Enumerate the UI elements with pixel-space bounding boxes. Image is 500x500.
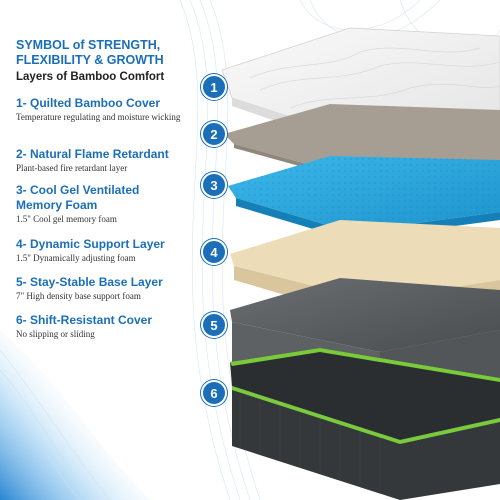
layer-desc: Temperature regulating and moisture wick… xyxy=(16,112,181,122)
layer-title: 4- Dynamic Support Layer xyxy=(16,237,165,251)
layer-item-5: 5- Stay-Stable Base Layer 7" High densit… xyxy=(16,275,206,302)
layer-desc: 7" High density base support foam xyxy=(16,291,141,301)
intro-block: SYMBOL of STRENGTH, FLEXIBILITY & GROWTH… xyxy=(16,38,206,83)
layer-badge-4: 4 xyxy=(201,239,227,265)
layer-badge-2: 2 xyxy=(201,121,227,147)
layer-title: 2- Natural Flame Retardant xyxy=(16,147,169,161)
layer-desc: No slipping or sliding xyxy=(16,329,95,339)
layer-item-1: 1- Quilted Bamboo Cover Temperature regu… xyxy=(16,96,206,123)
layer-desc: Plant-based fire retardant layer xyxy=(16,163,128,173)
layer-item-2: 2- Natural Flame Retardant Plant-based f… xyxy=(16,147,206,174)
layer-badge-6: 6 xyxy=(201,380,227,406)
layer-desc: 1.5" Cool gel memory foam xyxy=(16,214,117,224)
subhead: Layers of Bamboo Comfort xyxy=(16,71,165,83)
headline-line-2: FLEXIBILITY & GROWTH xyxy=(16,53,164,67)
layer-badge-5: 5 xyxy=(201,312,227,338)
headline-line-1: SYMBOL of STRENGTH, xyxy=(16,38,161,52)
blue-corner-swoosh xyxy=(0,330,150,500)
layer-item-6: 6- Shift-Resistant Cover No slipping or … xyxy=(16,313,206,340)
layer-title: 5- Stay-Stable Base Layer xyxy=(16,275,163,289)
layer-desc: 1.5" Dynamically adjusting foam xyxy=(16,253,136,263)
layer-6-shift-resistant-cover xyxy=(230,348,500,500)
layer-item-3: 3- Cool Gel Ventilated Memory Foam 1.5" … xyxy=(16,183,166,225)
layer-badge-1: 1 xyxy=(201,74,227,100)
layer-title: 6- Shift-Resistant Cover xyxy=(16,313,153,327)
layer-title: 1- Quilted Bamboo Cover xyxy=(16,96,161,110)
layer-title: 3- Cool Gel Ventilated Memory Foam xyxy=(16,183,140,212)
layer-item-4: 4- Dynamic Support Layer 1.5" Dynamicall… xyxy=(16,237,206,264)
layer-badge-3: 3 xyxy=(201,172,227,198)
